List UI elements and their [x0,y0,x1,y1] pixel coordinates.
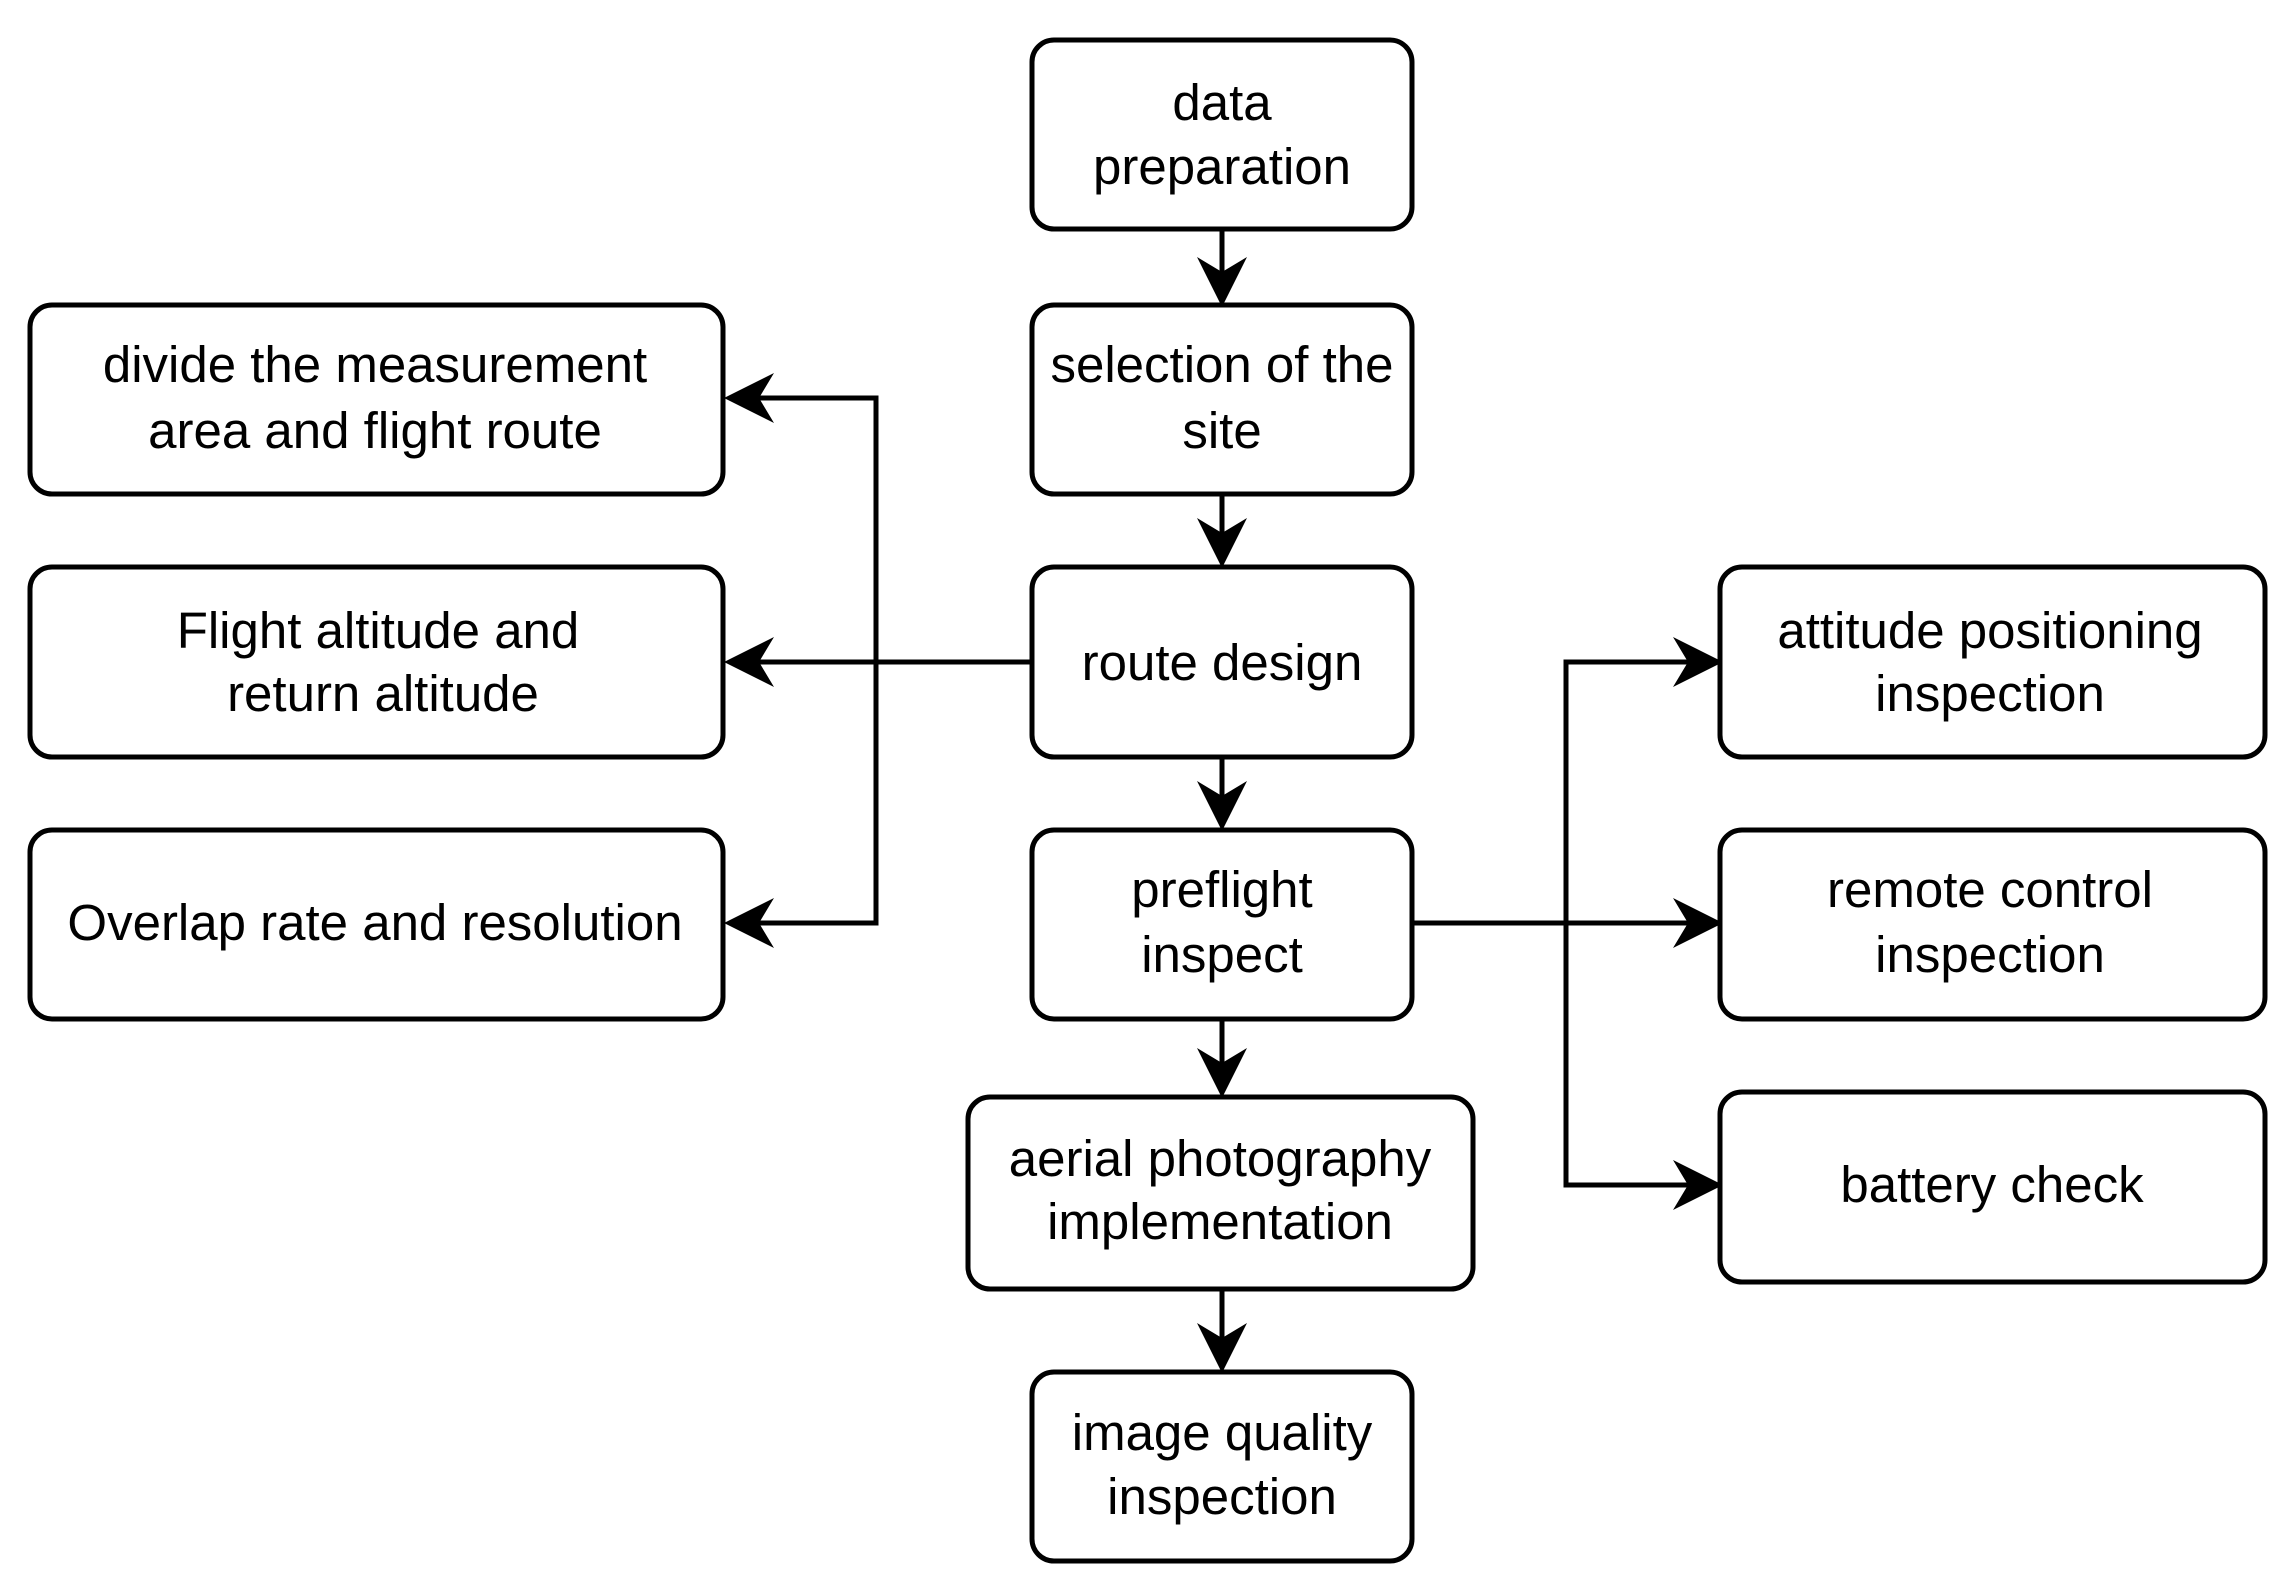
node-route-design: route design [1029,564,1415,760]
node-label: aerial photography [1009,1130,1432,1187]
arrow-preflight-to-battery [1563,923,1723,1210]
node-label: image quality [1072,1404,1373,1461]
node-flight-altitude: Flight altitude and return altitude [27,564,726,760]
node-label: Flight altitude and [177,602,580,659]
node-overlap-rate: Overlap rate and resolution [27,827,726,1022]
node-label: remote control [1827,861,2153,918]
arrow-route-to-divide [724,373,879,662]
node-label: divide the measurement [103,336,647,393]
node-label: selection of the [1050,336,1393,393]
node-label: data [1172,74,1272,131]
node-aerial-photography: aerial photography implementation [965,1094,1476,1292]
arrow-route-to-overlap [724,662,879,948]
node-label: inspection [1875,665,2105,722]
node-remote-control: remote control inspection [1717,827,2268,1022]
node-label: Overlap rate and resolution [67,894,682,951]
node-label: return altitude [227,665,539,722]
arrow-preflight-to-attitude [1563,637,1723,923]
node-label: inspection [1875,926,2105,983]
node-label: battery check [1840,1156,2144,1213]
node-preflight-inspect: preflight inspect [1029,827,1415,1022]
node-label: preparation [1093,138,1351,195]
node-image-quality: image quality inspection [1029,1369,1415,1564]
node-selection-of-site: selection of the site [1029,302,1415,497]
node-divide-area: divide the measurement area and flight r… [27,302,726,497]
node-battery-check: battery check [1717,1089,2268,1285]
node-label: route design [1082,634,1363,691]
node-label: implementation [1047,1193,1393,1250]
node-data-preparation: data preparation [1029,37,1415,232]
connectors [724,229,1723,1373]
node-label: inspection [1107,1468,1337,1525]
node-label: preflight [1131,861,1312,918]
node-label: attitude positioning [1777,602,2202,659]
node-label: site [1182,402,1261,459]
node-label: inspect [1141,926,1303,983]
node-attitude-positioning: attitude positioning inspection [1717,564,2268,760]
node-label: area and flight route [148,402,602,459]
